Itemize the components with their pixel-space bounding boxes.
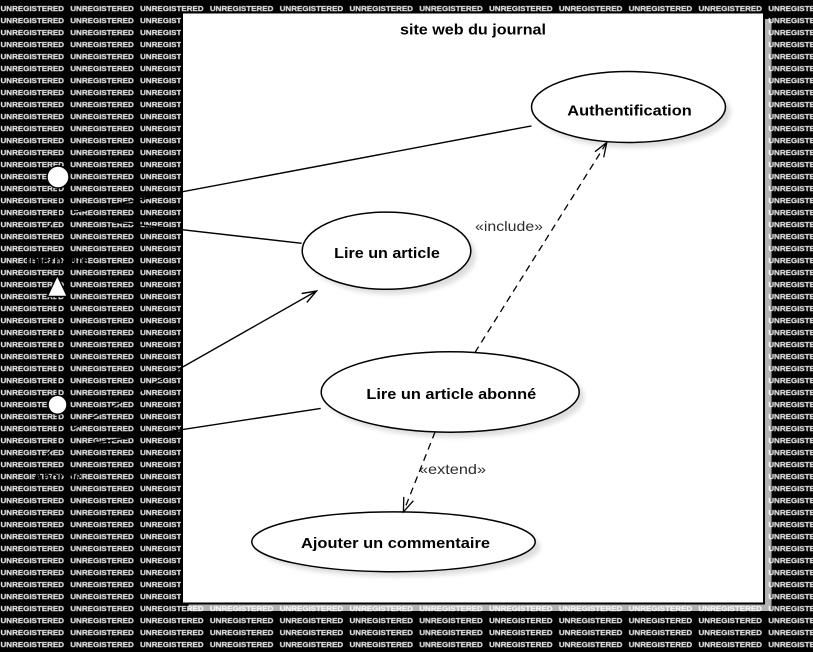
svg-text:Internaute: Internaute (26, 253, 89, 268)
svg-text:«extend»: «extend» (419, 461, 486, 477)
svg-text:Authentification: Authentification (567, 104, 691, 120)
svg-text:«include»: «include» (475, 218, 543, 234)
svg-text:Ajouter un commentaire: Ajouter un commentaire (301, 536, 490, 552)
svg-text:site web du journal: site web du journal (400, 21, 546, 38)
svg-text:Abonné: Abonné (33, 469, 81, 484)
svg-text:Lire un article abonné: Lire un article abonné (366, 387, 536, 403)
svg-text:Lire un article: Lire un article (334, 246, 440, 262)
